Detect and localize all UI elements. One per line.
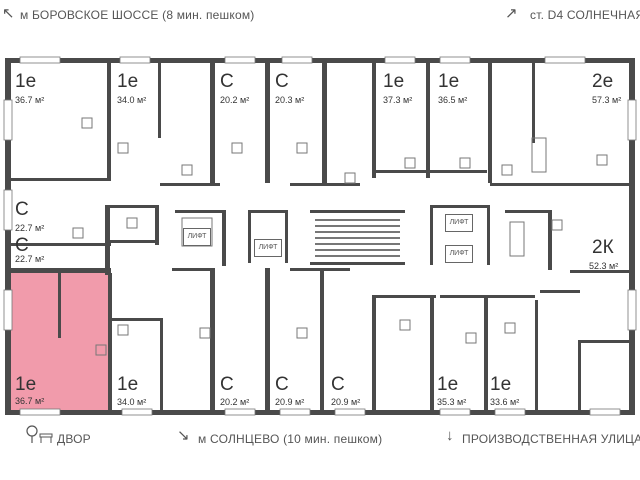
tree-bench-icon	[26, 425, 53, 443]
room-area: 20.9 м²	[275, 397, 305, 407]
room-area: 36.7 м²	[15, 396, 45, 406]
room-code: С	[15, 199, 29, 220]
metro-solntsevo-label: м СОЛНЦЕВО (10 мин. пешком)	[198, 432, 383, 446]
room-code: С	[331, 374, 345, 395]
arrow-left-up-icon: ↖	[2, 5, 15, 22]
room-code: С	[275, 374, 289, 395]
room-code: 1е	[15, 71, 37, 92]
room-code: С	[15, 235, 29, 256]
room-area: 37.3 м²	[383, 95, 413, 105]
room-code: 1е	[117, 374, 139, 395]
room-area: 33.6 м²	[490, 397, 520, 407]
room-area: 57.3 м²	[592, 95, 622, 105]
room-area: 20.9 м²	[331, 397, 361, 407]
room-code: С	[220, 374, 234, 395]
room-code: С	[220, 71, 234, 92]
room-area: 36.5 м²	[438, 95, 468, 105]
room-area: 20.2 м²	[220, 397, 250, 407]
room-code: 1е	[383, 71, 405, 92]
room-code: 1е	[15, 374, 37, 395]
room-code: 1е	[438, 71, 460, 92]
room-area: 20.2 м²	[220, 95, 250, 105]
room-area: 52.3 м²	[589, 261, 619, 271]
room-code: 2е	[592, 71, 614, 92]
room-code: 1е	[490, 374, 512, 395]
arrow-down-icon: ↓	[446, 427, 454, 444]
lift-label: ЛИФТ	[445, 214, 473, 232]
room-area: 34.0 м²	[117, 95, 147, 105]
room-code: С	[275, 71, 289, 92]
room-area: 22.7 м²	[15, 254, 45, 264]
lift-label: ЛИФТ	[254, 239, 282, 257]
proizvodstvennaya-street-label: ПРОИЗВОДСТВЕННАЯ УЛИЦА	[462, 432, 640, 446]
arrow-down-right-icon: ↘	[177, 427, 190, 444]
arrow-right-up-icon: ↗	[505, 5, 518, 22]
room-code: 1е	[437, 374, 459, 395]
room-area: 35.3 м²	[437, 397, 467, 407]
room-area: 20.3 м²	[275, 95, 305, 105]
room-area: 34.0 м²	[117, 397, 147, 407]
station-solnechnaya-label: ст. D4 СОЛНЕЧНАЯ	[530, 8, 640, 22]
room-code: 2К	[592, 237, 614, 258]
room-code: 1е	[117, 71, 139, 92]
room-area: 36.7 м²	[15, 95, 45, 105]
lift-label: ЛИФТ	[445, 245, 473, 263]
metro-borovskoe-label: м БОРОВСКОЕ ШОССЕ (8 мин. пешком)	[20, 8, 255, 22]
room-area: 22.7 м²	[15, 223, 45, 233]
lift-label: ЛИФТ	[183, 228, 211, 246]
yard-label: ДВОР	[57, 432, 91, 446]
